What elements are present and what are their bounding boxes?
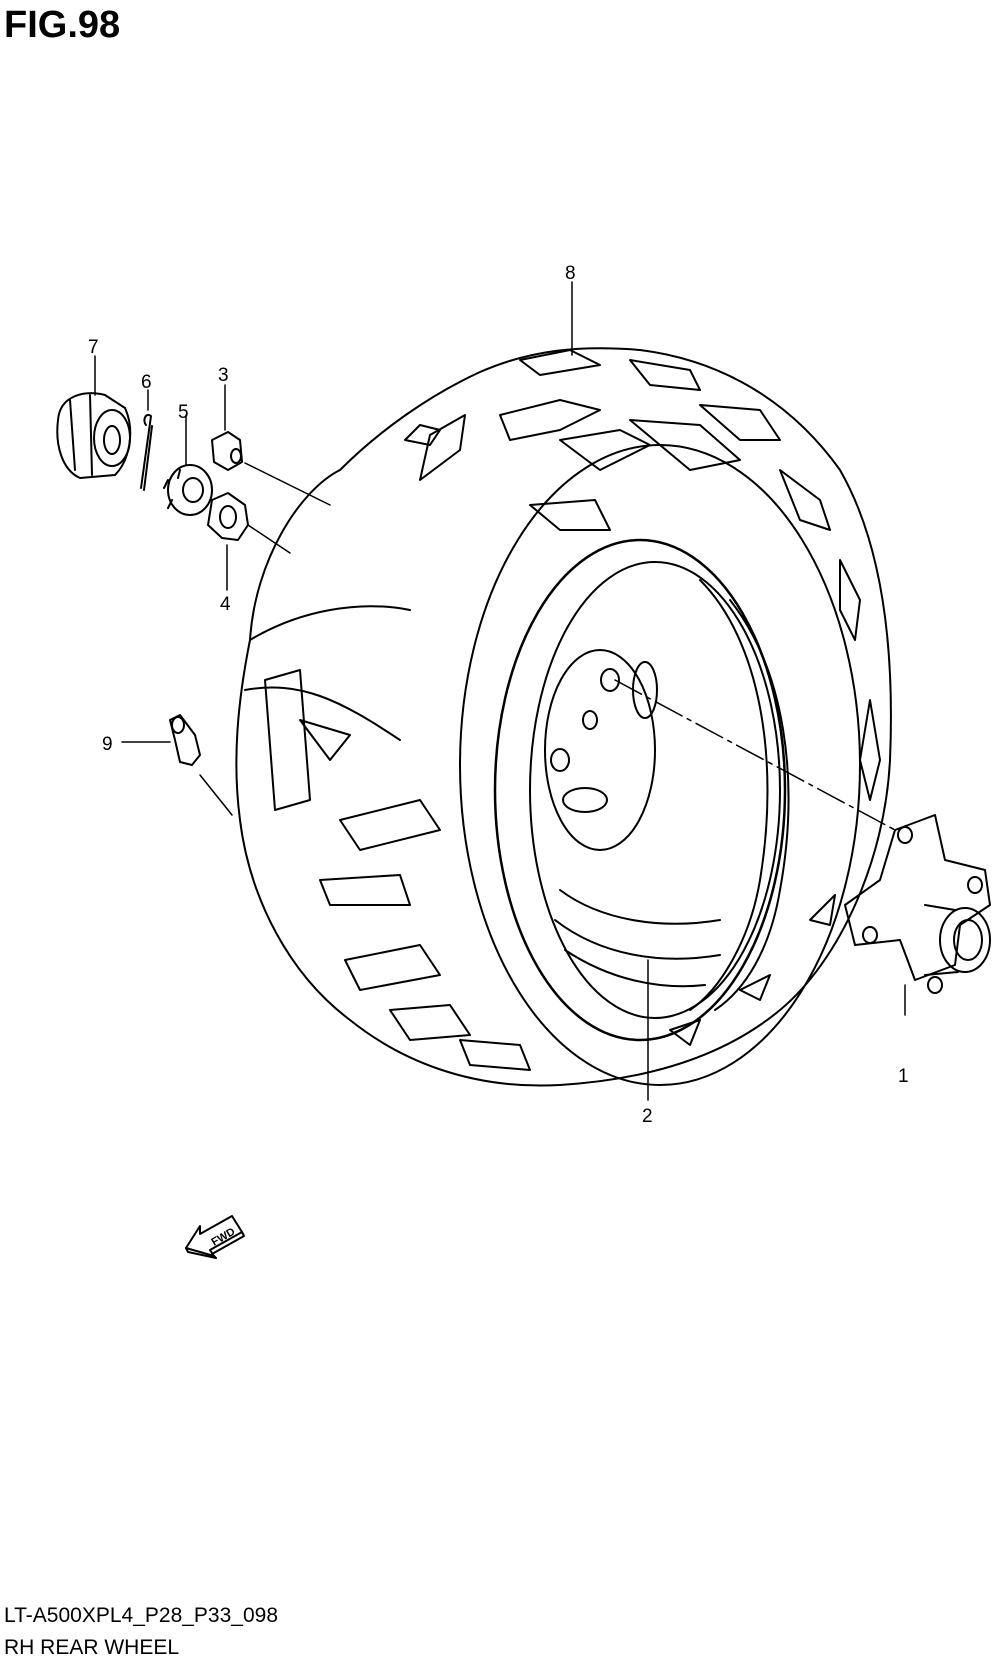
wheel-hub [844,814,991,994]
callout-9: 9 [102,734,113,755]
callout-5: 5 [178,402,189,423]
tread-lug [519,349,601,376]
valve-stem-part [169,714,201,766]
figure-title: FIG.98 [4,4,121,46]
tread-lug [459,1039,531,1071]
wheel-nut-part [211,431,243,471]
rim-barrel-ring [564,949,706,988]
tread-lug [339,799,441,851]
alignment-line [199,774,233,816]
callout-7: 7 [88,337,99,358]
rim-barrel-ring [559,889,721,925]
hub-stud [967,876,983,894]
tread-lug [389,1004,471,1041]
callout-8: 8 [565,263,576,284]
tread-lug [299,719,351,761]
arrow-shape [185,1215,243,1257]
forward-direction-arrow: FWD [185,1215,245,1259]
tread-lug [859,699,881,801]
rim-slot [562,787,608,813]
castle-nut-part [163,464,213,516]
hub-spindle-body [924,904,959,976]
tread-lug [739,974,771,1001]
tread-lug [699,404,781,441]
tire-illustration [235,347,892,1087]
rim-barrel-ring [554,919,721,960]
alignment-line [247,524,291,554]
callout-6: 6 [141,372,152,393]
hub-stud [862,926,878,944]
hub-cap-part [56,392,132,479]
rim-barrel-ring [689,579,769,1011]
wheel-nut [550,748,570,772]
hub-stud [927,976,943,994]
hub-stud [897,826,913,844]
rim-inner-edge [529,561,781,1019]
tread-lug [319,874,411,906]
tread-lug [669,1019,701,1046]
rim-outer-edge [493,538,787,1042]
tread-lug [419,414,466,481]
tread-lug [264,669,311,811]
tread-lug [629,359,701,391]
tread-lug [344,944,441,991]
tread-lug [839,559,861,641]
alignment-line [614,679,896,831]
lock-washer-part [207,492,249,541]
wheel-nut [582,710,598,730]
tread-lug [404,424,441,446]
rim-hub [544,649,656,851]
callout-2: 2 [642,1106,653,1127]
callout-4: 4 [220,594,231,615]
callout-labels: 1 2 3 4 5 6 7 8 9 [88,263,909,1127]
figure-name: RH REAR WHEEL [4,1636,180,1659]
tread-lug [629,419,741,471]
hub-spindle-bore [953,919,983,961]
tread-lug [499,399,601,441]
tread-lug [779,469,831,531]
leader-lines [94,281,906,1101]
wheel-nut [600,668,620,692]
cotter-pin-part [140,414,153,491]
tire-outline [235,347,892,1087]
tread-lug [529,499,611,531]
tread-lug [559,429,651,471]
callout-1: 1 [898,1066,909,1087]
alignment-line [244,462,331,506]
figure-code: LT-A500XPL4_P28_P33_098 [4,1604,279,1627]
callout-3: 3 [218,365,229,386]
sidewall-outer-ring [459,444,861,1086]
tire-left-sidewall [244,605,411,741]
rim-barrel-ring [714,599,790,1011]
hub-flange [844,814,991,981]
hub-spindle [939,907,991,973]
tread-lug [809,894,836,926]
